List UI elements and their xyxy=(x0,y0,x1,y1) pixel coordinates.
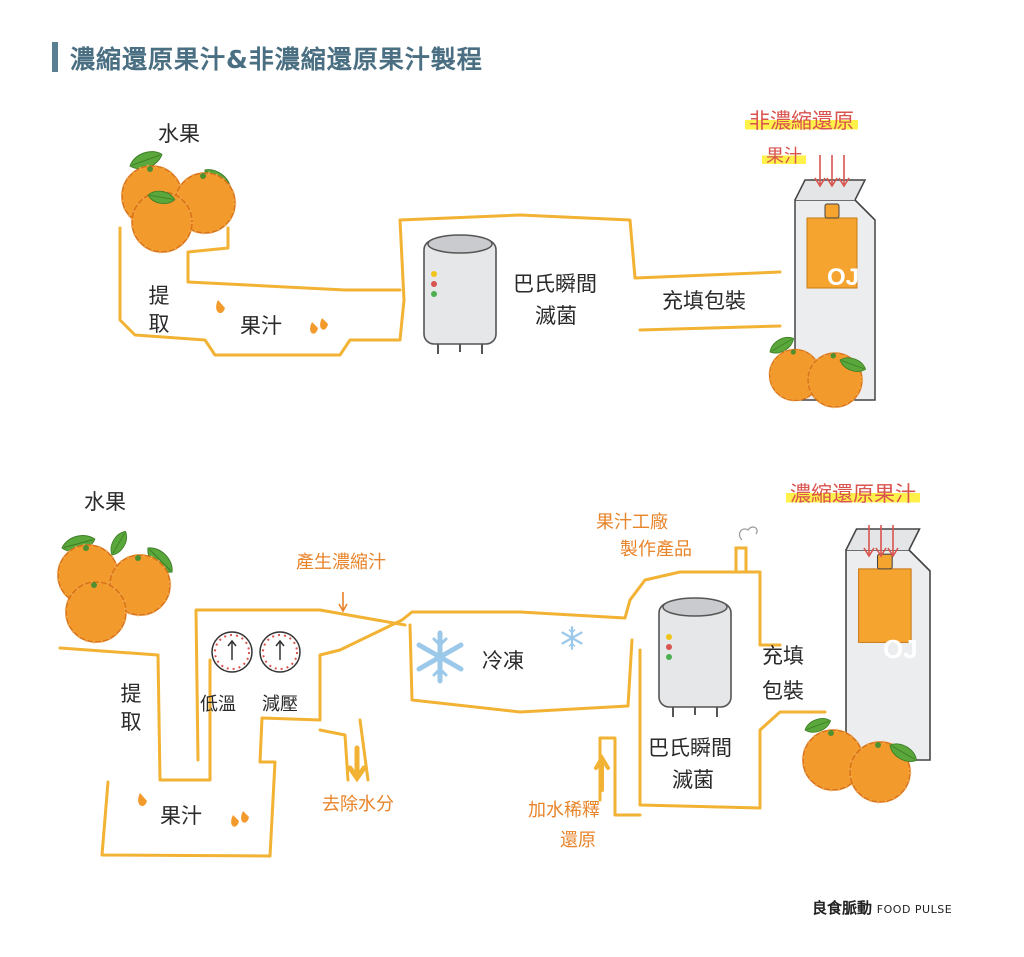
juice-drop-icon xyxy=(231,815,239,827)
down-arrows-icon xyxy=(814,155,850,188)
bottom-fruit-label: 水果 xyxy=(84,490,126,514)
smoke-icon xyxy=(738,526,758,541)
top-juice-label: 果汁 xyxy=(240,314,282,338)
bottom-extract-label: 提取 xyxy=(120,682,142,734)
pressure-gauge-icon xyxy=(259,631,301,673)
freeze-label: 冷凍 xyxy=(482,649,524,673)
top-result-label-1: 非濃縮還原 xyxy=(745,105,858,135)
bottom-result-label: 濃縮還原果汁 xyxy=(786,478,920,508)
chimney-icon xyxy=(734,546,748,572)
pasteurizer-tank-icon xyxy=(658,597,732,718)
brand-name-en: FOOD PULSE xyxy=(876,903,953,916)
top-fill-pack-label: 充填包裝 xyxy=(662,289,746,313)
dilute-label-2: 還原 xyxy=(560,830,596,851)
low-temp-label: 低溫 xyxy=(200,694,236,715)
top-fruit-label: 水果 xyxy=(158,122,200,146)
down-arrows-icon xyxy=(863,525,899,558)
top-pasteurize-label-1: 巴氏瞬間 xyxy=(513,272,597,296)
snowflake-icon xyxy=(419,633,461,681)
top-pipe xyxy=(118,213,782,357)
bottom-fill-label-2: 包裝 xyxy=(762,679,804,703)
snowflake-icon xyxy=(561,626,583,650)
brand-logo: 良食脈動 FOOD PULSE xyxy=(812,897,952,918)
juice-drop-icon xyxy=(138,793,147,807)
factory-label-1: 果汁工廠 xyxy=(596,512,668,533)
juice-drop-icon xyxy=(241,811,249,823)
reduced-pressure-label: 減壓 xyxy=(262,694,298,715)
bottom-pasteurize-label-2: 滅菌 xyxy=(672,768,714,792)
juice-drop-icon xyxy=(216,300,225,314)
top-result-label-2: 果汁 xyxy=(762,142,806,168)
top-extract-label: 提取 xyxy=(148,284,170,336)
remove-water-label: 去除水分 xyxy=(322,794,394,815)
bottom-juice-label: 果汁 xyxy=(160,804,202,828)
bottom-fill-label-1: 充填 xyxy=(762,644,804,668)
factory-label-2: 製作產品 xyxy=(620,539,692,560)
brand-name-zh: 良食脈動 xyxy=(812,899,873,917)
top-pasteurize-label-2: 滅菌 xyxy=(535,304,577,328)
top-fruit-pile xyxy=(120,146,237,254)
produce-concentrate-label: 產生濃縮汁 xyxy=(296,552,386,573)
bottom-fruit-pile xyxy=(56,528,178,644)
juice-drop-icon xyxy=(320,318,328,330)
juice-drop-icon xyxy=(310,322,318,334)
carton-label: OJ xyxy=(827,264,859,291)
title-accent-bar xyxy=(52,42,58,72)
pasteurizer-tank-icon xyxy=(423,234,497,355)
up-arrow-icon xyxy=(594,754,610,792)
bottom-pasteurize-label-1: 巴氏瞬間 xyxy=(648,736,732,760)
page-title: 濃縮還原果汁&非濃縮還原果汁製程 xyxy=(70,45,483,74)
carton-label: OJ xyxy=(883,634,918,664)
temperature-gauge-icon xyxy=(211,631,253,673)
down-arrow-icon xyxy=(338,592,348,613)
dilute-label-1: 加水稀釋 xyxy=(528,800,600,821)
down-arrow-icon xyxy=(347,745,367,783)
